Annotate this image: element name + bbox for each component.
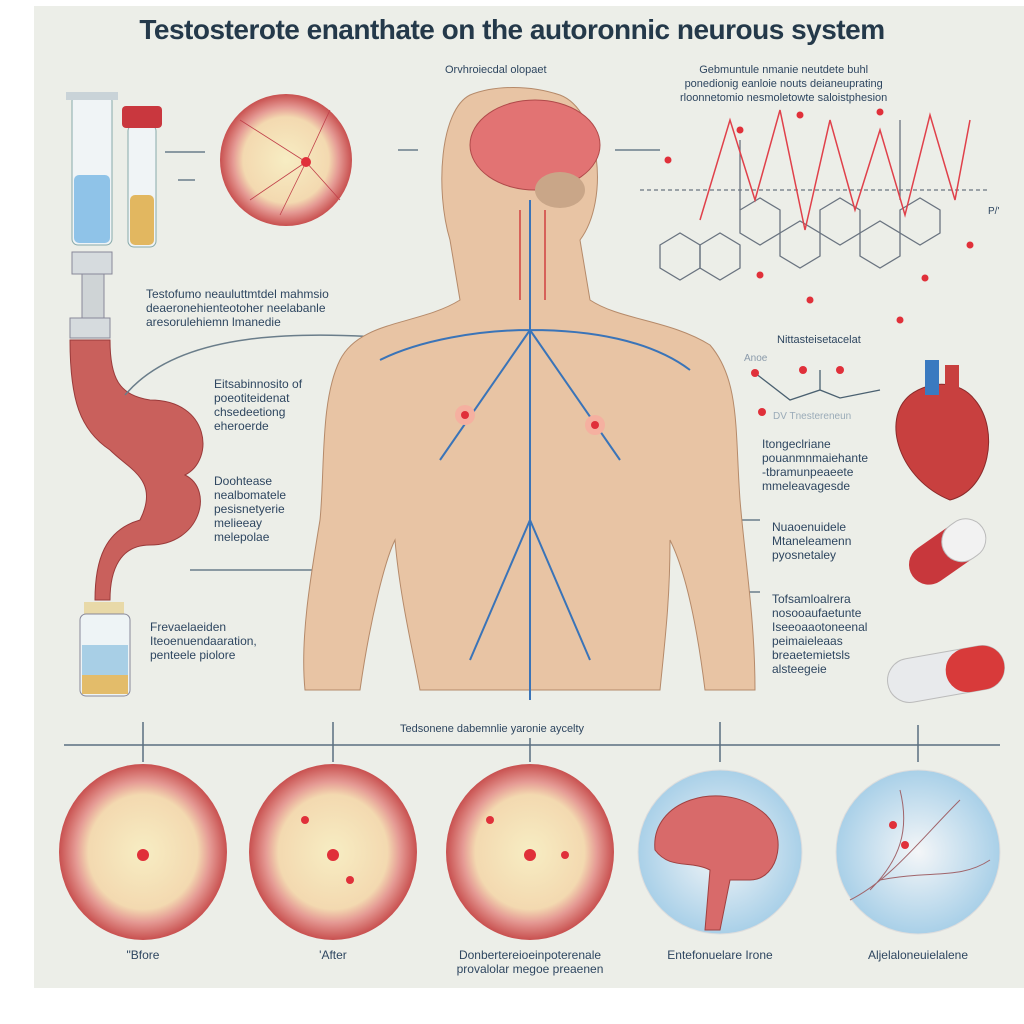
- test-tube-blue-icon: [66, 92, 118, 246]
- capsule-icon-2: [887, 645, 1005, 703]
- mini-molecule: [754, 370, 881, 401]
- molecule-side-label: P/': [988, 206, 1000, 217]
- mini-molecule-left-label: Anoe: [744, 353, 768, 364]
- stage-label-brain: Entefonuelare Irone: [667, 948, 773, 962]
- stage-label-nerves: Aljelaloneuielalene: [867, 948, 969, 962]
- mini-molecule-label: Nittasteisetacelat: [777, 334, 861, 346]
- stage-label-after: 'After: [319, 948, 347, 962]
- brain-label: Orvhroiecdal olopaet: [445, 64, 547, 76]
- stage-circle-before: [59, 764, 227, 940]
- capsule-2-label: Tofsamloalrera nosooaufaetunte Iseeoaaot…: [772, 592, 868, 676]
- capsule-icon-1: [908, 518, 987, 585]
- stomach-illustration: [69, 339, 204, 601]
- signal-wave: [699, 109, 971, 231]
- stage-circle-3: [446, 764, 614, 940]
- human-body-illustration: [303, 87, 756, 700]
- stage-circle-brain: [637, 769, 803, 935]
- stage-label-3: Donbertereioeinpoterenale provalolar meg…: [456, 948, 604, 976]
- heart-label: Itongeclriane pouanmnmaiehante -tbramunp…: [762, 437, 869, 493]
- syringe-connector-icon: [69, 251, 113, 339]
- timeline-axis: [64, 722, 1000, 762]
- stage-circle-nerves: [835, 769, 1001, 935]
- mini-molecule-under-label: DV Tnestereneun: [773, 411, 852, 422]
- timeline-label: Tedsonene dabemnlie yaronie aycelty: [400, 723, 585, 735]
- vial-label: Frevaelaeiden Iteoenuendaaration, pentee…: [150, 620, 257, 662]
- stage-label-before: "Bfore: [126, 948, 160, 962]
- molecule-label: Gebmuntule nmanie neutdete buhl ponedion…: [680, 64, 888, 104]
- stomach-label: Eitsabinnosito of poeotiteidenat chsedee…: [214, 377, 303, 433]
- molecule-diagram: [640, 120, 990, 281]
- heart-illustration: [895, 360, 990, 501]
- vial-icon: [79, 602, 131, 697]
- nerve-cell-circle: [220, 94, 352, 226]
- capsule-1-label: Nuaoenuidele Mtaneleamenn pyosnetaley: [772, 520, 852, 562]
- stage-circle-after: [249, 764, 417, 940]
- intestine-label: Doohtease nealbomatele pesisnetyerie mel…: [214, 474, 287, 544]
- injection-label: Testofumo neauluttmtdel mahmsio deaerone…: [146, 287, 329, 329]
- test-tube-amber-icon: [122, 106, 162, 248]
- page-title: Testosterote enanthate on the autoronnic…: [139, 14, 885, 45]
